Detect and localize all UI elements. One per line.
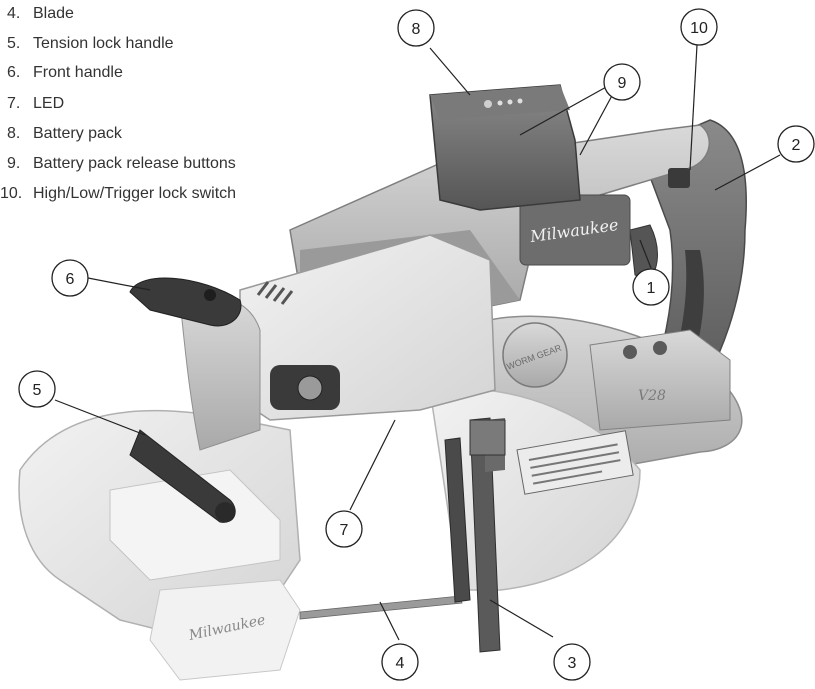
legend-number: 4. [7, 5, 21, 22]
battery-led-dot [507, 99, 513, 105]
grip-overmold [660, 250, 704, 405]
leader-7 [349, 419, 396, 511]
legend-number: 5. [7, 35, 21, 52]
callout-number: 10 [690, 20, 708, 37]
blade-guide-bar [444, 437, 471, 603]
battery-led-dot [484, 100, 492, 108]
legend-label: Front handle [33, 64, 123, 81]
leader-1 [639, 239, 652, 269]
callout-number: 7 [340, 522, 349, 539]
callout-number: 6 [66, 271, 75, 288]
callout-number: 3 [568, 655, 577, 672]
screw [623, 345, 637, 359]
callout-7: 7 [325, 510, 363, 548]
parts-legend: 4. Blade 5. Tension lock handle 6. Front… [0, 0, 330, 215]
callout-9: 9 [603, 63, 641, 101]
callout-number: 2 [792, 137, 801, 154]
legend-label: Battery pack release buttons [33, 155, 236, 172]
callout-10: 10 [680, 8, 718, 46]
led-lens [297, 375, 323, 401]
leader-2 [714, 154, 781, 191]
leader-9a [519, 85, 609, 136]
legend-number: 9. [7, 155, 21, 172]
callout-8: 8 [397, 9, 435, 47]
label-lines [528, 443, 621, 485]
legend-number: 10. [0, 185, 23, 202]
legend-label: Battery pack [33, 125, 122, 142]
legend-number: 8. [7, 125, 21, 142]
callout-1: 1 [632, 268, 670, 306]
bottom-housing [149, 579, 301, 681]
leader-9b [579, 89, 616, 156]
leader-8 [429, 47, 471, 96]
model-text: V28 [638, 388, 666, 404]
blade [299, 595, 463, 620]
leader-3 [489, 599, 554, 638]
worm-gear-cap [502, 322, 568, 388]
leader-4 [379, 601, 400, 641]
callout-leaders [54, 44, 781, 641]
callout-5: 5 [18, 370, 56, 408]
guide-bracket [469, 419, 506, 456]
callout-number: 9 [618, 75, 627, 92]
callout-6: 6 [51, 259, 89, 297]
callout-number: 1 [647, 280, 656, 297]
callout-number: 4 [396, 655, 405, 672]
leader-10 [689, 44, 698, 171]
high-low-switch [668, 168, 690, 188]
callout-3: 3 [553, 643, 591, 681]
callout-2: 2 [777, 125, 815, 163]
leader-6 [87, 277, 151, 291]
legend-label: Tension lock handle [33, 35, 174, 52]
callout-4: 4 [381, 643, 419, 681]
legend-number: 7. [7, 95, 21, 112]
front-handle-knob [129, 277, 242, 327]
legend-label: Blade [33, 5, 74, 22]
legend-label: LED [33, 95, 65, 112]
wheel-flat-face [109, 469, 281, 581]
screw [653, 341, 667, 355]
callout-number: 5 [33, 382, 42, 399]
motor-vents [256, 281, 294, 305]
guide-support [469, 417, 501, 653]
leader-5 [54, 399, 146, 436]
legend-label: High/Low/Trigger lock switch [33, 185, 237, 202]
tension-pivot [215, 502, 235, 522]
legend-number: 6. [7, 64, 21, 81]
callout-number: 8 [412, 21, 421, 38]
battery-led-dot [497, 100, 503, 106]
knob-hole [204, 289, 216, 301]
battery-led-dot [517, 98, 523, 104]
